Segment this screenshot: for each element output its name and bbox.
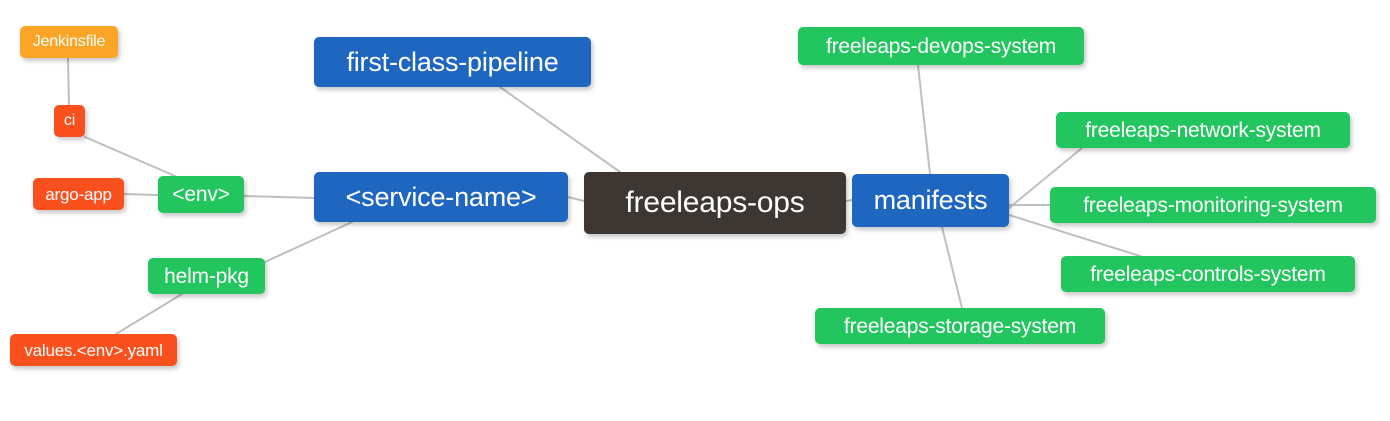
node-service-name[interactable]: <service-name> <box>314 172 568 222</box>
node-first-class-pipeline[interactable]: first-class-pipeline <box>314 37 591 87</box>
edge-first-class-pipeline-to-freeleaps-ops <box>499 86 621 173</box>
edge-env-to-service-name <box>243 195 315 199</box>
edge-ci-to-env <box>84 136 176 177</box>
node-label-env: <env> <box>172 183 230 206</box>
node-label-freeleaps-network-system: freeleaps-network-system <box>1085 118 1321 142</box>
node-ci[interactable]: ci <box>54 105 85 137</box>
node-label-freeleaps-devops-system: freeleaps-devops-system <box>826 34 1056 58</box>
edge-manifests-to-freeleaps-storage-system <box>941 226 963 309</box>
edge-helm-pkg-to-service-name <box>264 221 353 263</box>
node-label-values-env-yaml: values.<env>.yaml <box>24 340 163 360</box>
node-argo-app[interactable]: argo-app <box>33 178 124 210</box>
edge-values-env-yaml-to-helm-pkg <box>115 293 183 335</box>
node-label-freeleaps-storage-system: freeleaps-storage-system <box>843 314 1077 338</box>
edge-argo-app-to-env <box>123 193 159 196</box>
node-jenkinsfile[interactable]: Jenkinsfile <box>20 26 118 58</box>
node-env[interactable]: <env> <box>158 176 244 213</box>
node-label-argo-app: argo-app <box>45 184 112 204</box>
node-freeleaps-monitoring-system[interactable]: freeleaps-monitoring-system <box>1050 187 1376 223</box>
node-label-freeleaps-controls-system: freeleaps-controls-system <box>1090 262 1326 286</box>
node-label-freeleaps-ops: freeleaps-ops <box>625 186 805 219</box>
edge-manifests-to-freeleaps-devops-system <box>917 64 931 175</box>
node-label-jenkinsfile: Jenkinsfile <box>32 33 106 50</box>
node-label-manifests: manifests <box>873 185 988 215</box>
node-label-first-class-pipeline: first-class-pipeline <box>346 46 559 77</box>
node-label-ci: ci <box>63 112 76 129</box>
node-label-freeleaps-monitoring-system: freeleaps-monitoring-system <box>1083 193 1343 217</box>
node-freeleaps-controls-system[interactable]: freeleaps-controls-system <box>1061 256 1355 292</box>
node-helm-pkg[interactable]: helm-pkg <box>148 258 265 294</box>
node-manifests[interactable]: manifests <box>852 174 1009 227</box>
node-values-env-yaml[interactable]: values.<env>.yaml <box>10 334 177 366</box>
node-label-service-name: <service-name> <box>345 181 537 212</box>
node-label-helm-pkg: helm-pkg <box>164 264 249 288</box>
node-freeleaps-devops-system[interactable]: freeleaps-devops-system <box>798 27 1084 65</box>
edge-jenkinsfile-to-ci <box>67 57 70 106</box>
node-freeleaps-storage-system[interactable]: freeleaps-storage-system <box>815 308 1105 344</box>
node-freeleaps-network-system[interactable]: freeleaps-network-system <box>1056 112 1350 148</box>
node-freeleaps-ops[interactable]: freeleaps-ops <box>584 172 846 234</box>
edge-service-name-to-freeleaps-ops <box>567 196 585 202</box>
